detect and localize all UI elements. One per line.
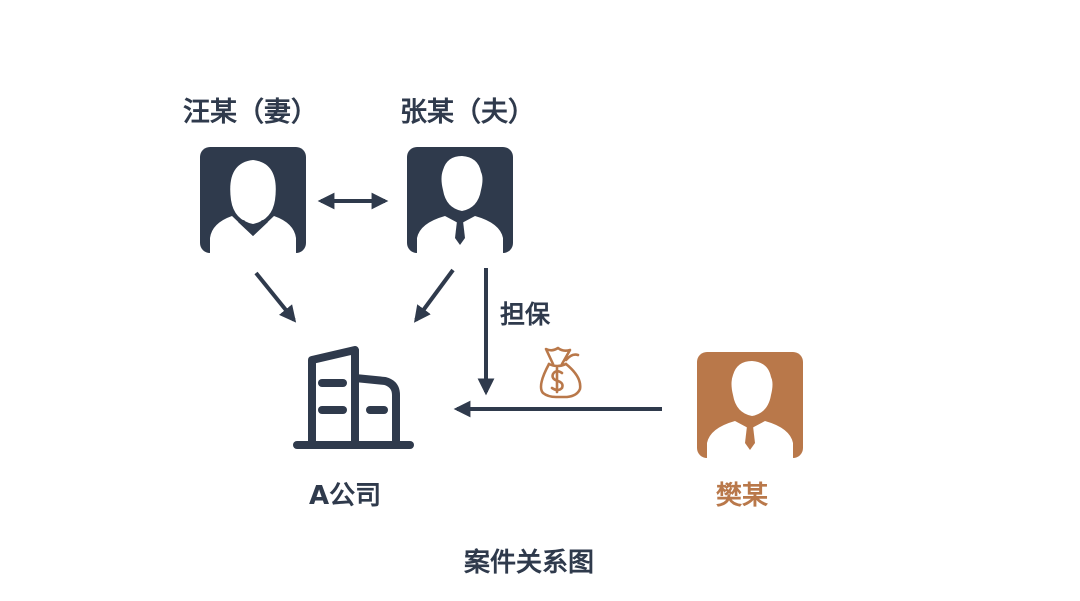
edge-husband-company [414,268,455,323]
node-label-husband: 张某（夫） [400,97,535,128]
edges [254,192,662,418]
diagram-caption: 案件关系图 [464,548,595,578]
building-icon [293,346,414,449]
edge-wife-company [254,271,297,323]
node-label-wife: 汪某（妻） [183,97,318,128]
male-avatar-icon-husband [407,147,513,253]
node-label-company: A公司 [309,481,382,511]
male-avatar-icon-fan [697,352,803,458]
edge-label-guarantee: 担保 [500,300,551,329]
female-avatar-icon [200,147,306,253]
money-bag-icon [539,346,582,399]
node-label-fan: 樊某 [716,481,769,511]
